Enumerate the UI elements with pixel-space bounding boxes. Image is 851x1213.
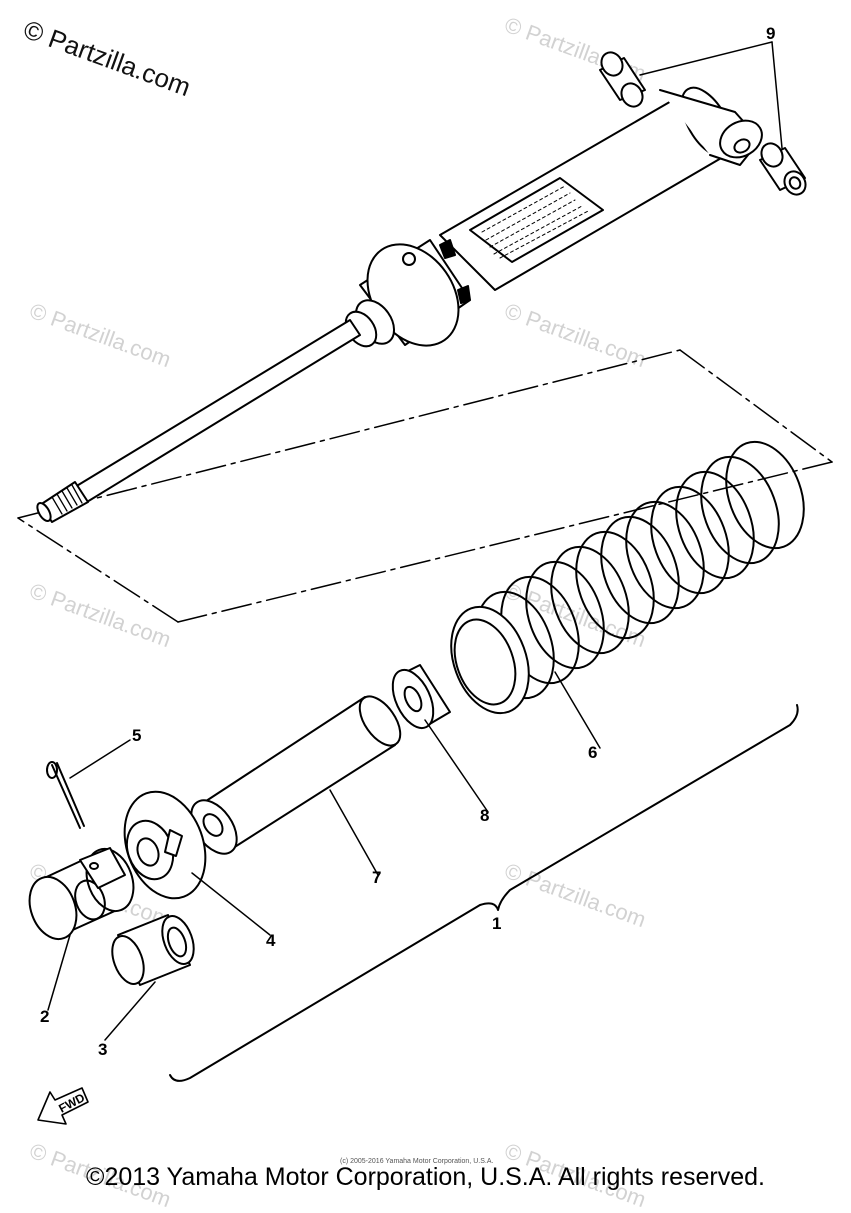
callout-7: 7 <box>372 868 382 887</box>
assembly-outline-box <box>17 349 833 623</box>
collar-bushing <box>111 914 195 986</box>
assembly-bracket <box>169 704 799 1082</box>
callout-1: 1 <box>492 914 502 933</box>
bump-stop <box>391 664 451 729</box>
callout-6: 6 <box>588 743 598 762</box>
spring-seat <box>123 790 207 900</box>
callout-4: 4 <box>266 931 276 950</box>
rubber-sleeve <box>190 695 402 855</box>
callout-9: 9 <box>766 24 776 43</box>
damper-body <box>344 86 763 348</box>
callout-3: 3 <box>98 1040 108 1059</box>
callout-8: 8 <box>480 806 490 825</box>
coil-spring <box>450 440 805 715</box>
callout-5: 5 <box>132 726 142 745</box>
small-copyright: (c) 2005-2016 Yamaha Motor Corporation, … <box>340 1158 494 1165</box>
cotter-pin <box>46 761 85 829</box>
fwd-arrow-icon <box>37 1087 89 1125</box>
lower-eye-bushing <box>28 847 135 940</box>
callout-2: 2 <box>40 1007 50 1026</box>
upper-bushings <box>599 51 807 196</box>
leader-lines <box>47 41 783 1041</box>
piston-rod <box>36 319 361 523</box>
copyright-footer: ©2013 Yamaha Motor Corporation, U.S.A. A… <box>86 1163 765 1191</box>
